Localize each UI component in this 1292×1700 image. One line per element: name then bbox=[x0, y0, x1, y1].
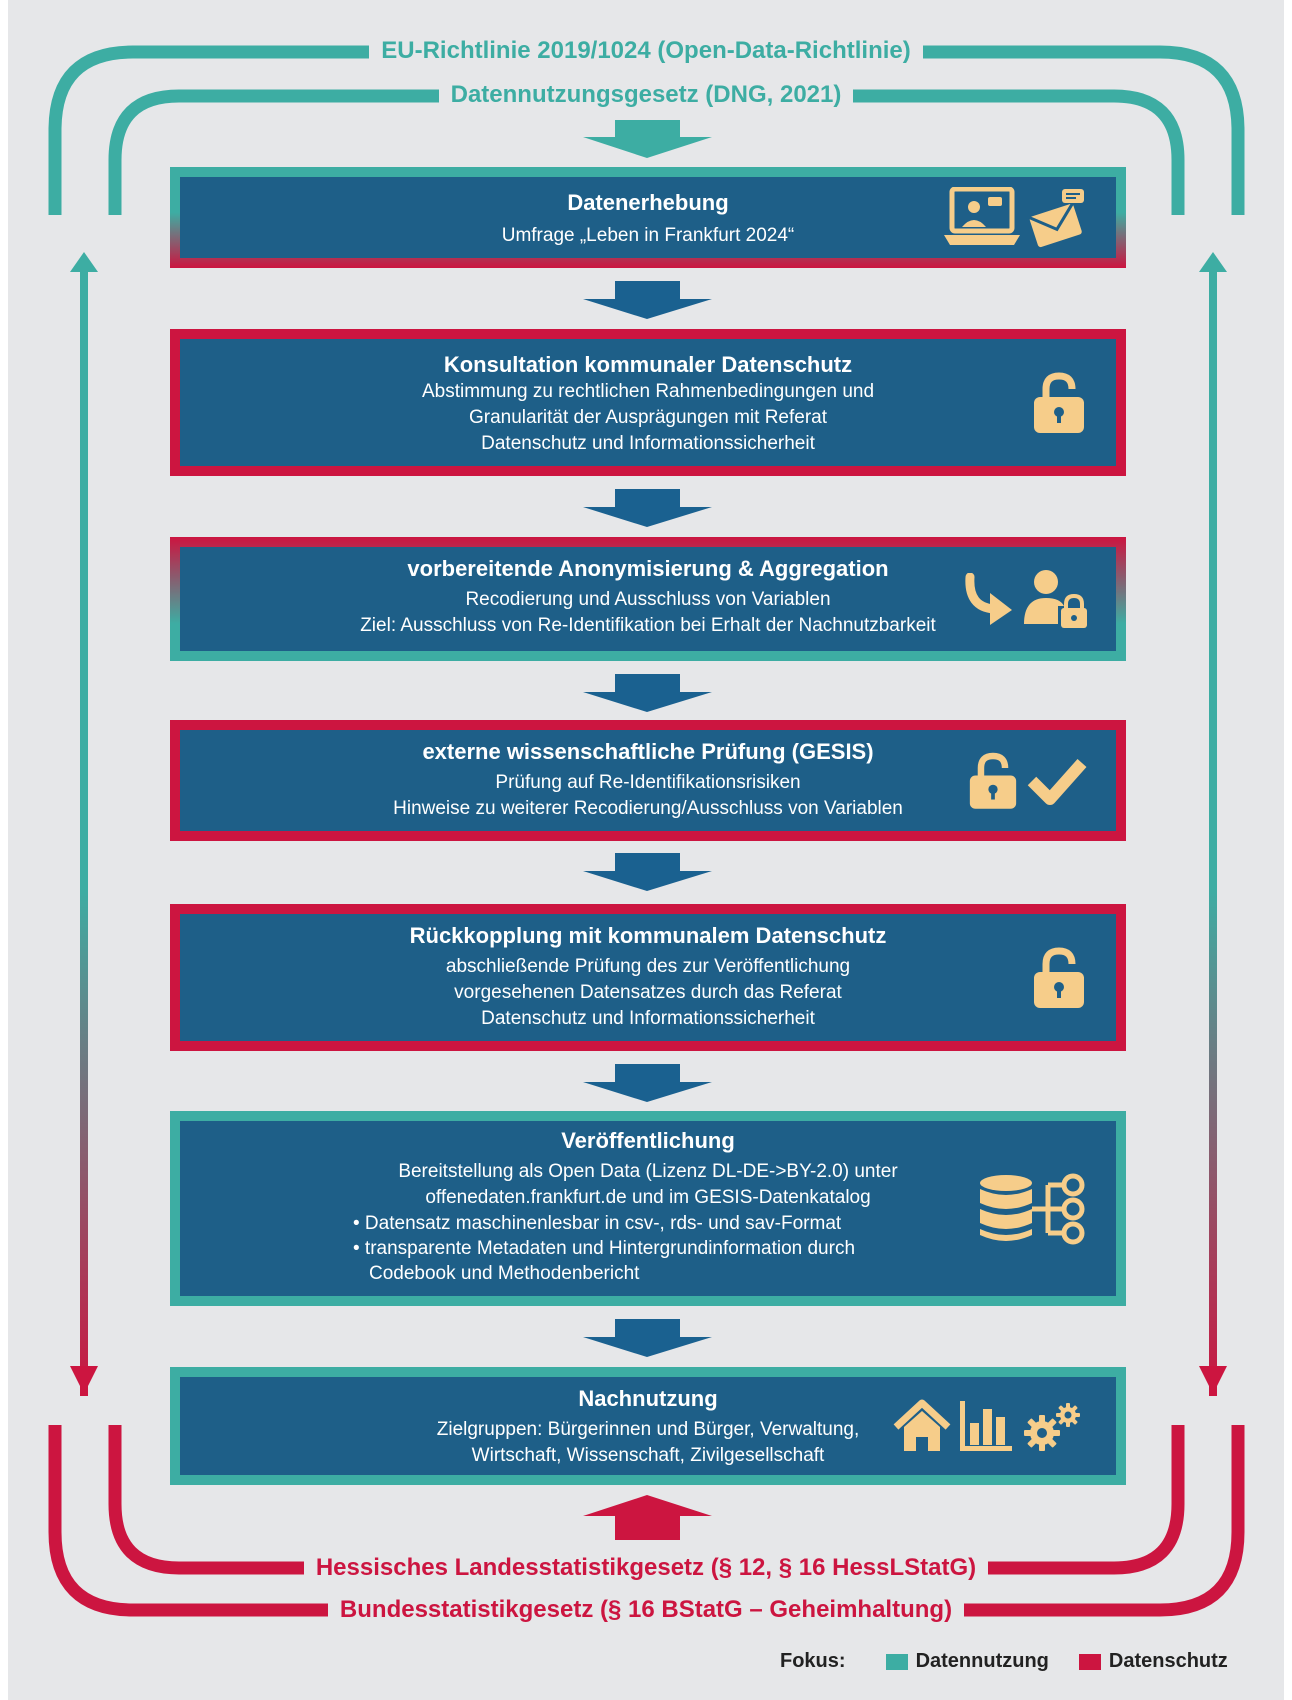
step-icons bbox=[964, 568, 1088, 630]
right-arrow-up-head bbox=[1199, 252, 1227, 272]
step-text: Bereitstellung als Open Data (Lizenz DL-… bbox=[398, 1161, 898, 1182]
hesslstatg-label: Hessisches Landesstatistikgesetz (§ 12, … bbox=[0, 1553, 1292, 1583]
left-arrow-down-head bbox=[70, 1366, 98, 1394]
left-arrow-up-head bbox=[70, 252, 98, 272]
step-title: Rückkopplung mit kommunalem Datenschutz bbox=[409, 923, 887, 948]
checkmark-icon bbox=[1027, 758, 1087, 805]
lock-icon bbox=[1034, 371, 1084, 433]
list-item: • transparente Metadaten und Hintergrund… bbox=[353, 1238, 856, 1284]
step-anonymisierung-body: vorbereitende Anonymisierung & Aggregati… bbox=[180, 547, 1116, 651]
step-text: Datenschutz und Informationssicherheit bbox=[481, 433, 815, 454]
flow-arrow-4 bbox=[583, 853, 712, 891]
step-konsultation-datenschutz: Konsultation kommunaler Datenschutz Abst… bbox=[170, 329, 1126, 476]
flow-arrow-3 bbox=[583, 674, 712, 712]
legend-title: Fokus: bbox=[780, 1650, 846, 1672]
list-item: • Datensatz maschinenlesbar in csv-, rds… bbox=[353, 1213, 842, 1234]
eu-directive-label: EU-Richtlinie 2019/1024 (Open-Data-Richt… bbox=[0, 36, 1292, 66]
lock-icon bbox=[1034, 946, 1084, 1008]
step-text: abschließende Prüfung des zur Veröffentl… bbox=[445, 956, 851, 977]
step-veroeffentlichung-body: Veröffentlichung Bereitstellung als Open… bbox=[180, 1121, 1116, 1296]
step-text: Ziel: Ausschluss von Re-Identifikation b… bbox=[360, 615, 936, 636]
step-title: Nachnutzung bbox=[578, 1386, 718, 1411]
step-text: offenedaten.frankfurt.de und im GESIS-Da… bbox=[425, 1187, 871, 1208]
step-nachnutzung-body: Nachnutzung Zielgruppen: Bürgerinnen und… bbox=[180, 1377, 1116, 1475]
step-rueckkopplung: Rückkopplung mit kommunalem Datenschutz … bbox=[170, 904, 1126, 1051]
step-text: Recodierung und Ausschluss von Variablen bbox=[465, 589, 831, 610]
user-lock-icon bbox=[1024, 570, 1087, 628]
step-datenerhebung-body: Datenerhebung Umfrage „Leben in Frankfur… bbox=[180, 177, 1116, 258]
step-rueckkopplung-body: Rückkopplung mit kommunalem Datenschutz … bbox=[180, 914, 1116, 1041]
flow-arrows bbox=[583, 281, 712, 1357]
flow-arrow-2 bbox=[583, 489, 712, 527]
step-externe-pruefung: externe wissenschaftliche Prüfung (GESIS… bbox=[170, 720, 1126, 841]
bstatg-label: Bundesstatistikgesetz (§ 16 BStatG – Geh… bbox=[0, 1595, 1292, 1625]
step-icons bbox=[1032, 371, 1086, 435]
gears-icon bbox=[1024, 1403, 1080, 1451]
step-text: Zielgruppen: Bürgerinnen und Bürger, Ver… bbox=[436, 1419, 860, 1440]
step-title: vorbereitende Anonymisierung & Aggregati… bbox=[407, 556, 889, 581]
dng-law-label: Datennutzungsgesetz (DNG, 2021) bbox=[0, 80, 1292, 110]
legend-swatch-datennutzung bbox=[885, 1653, 908, 1670]
lock-icon bbox=[969, 752, 1017, 809]
step-text: Abstimmung zu rechtlichen Rahmenbedingun… bbox=[421, 381, 875, 402]
step-title: Datenerhebung bbox=[567, 190, 729, 215]
bar-chart-icon bbox=[960, 1401, 1012, 1451]
flow-arrow-6 bbox=[583, 1319, 712, 1357]
step-nachnutzung: Nachnutzung Zielgruppen: Bürgerinnen und… bbox=[170, 1367, 1126, 1485]
step-datenerhebung: Datenerhebung Umfrage „Leben in Frankfur… bbox=[170, 167, 1126, 268]
step-text: Granularität der Ausprägungen mit Refera… bbox=[468, 407, 828, 428]
left-feedback-arrow bbox=[80, 268, 88, 1396]
flow-arrow-1 bbox=[583, 281, 712, 319]
step-title: Veröffentlichung bbox=[561, 1128, 735, 1153]
laptop-video-icon bbox=[944, 186, 1020, 245]
step-title: externe wissenschaftliche Prüfung (GESIS… bbox=[422, 739, 874, 764]
step-text: Hinweise zu weiterer Recodierung/Ausschl… bbox=[393, 798, 903, 819]
step-icons bbox=[978, 1173, 1088, 1245]
step-text: vorgesehenen Datensatzes durch das Refer… bbox=[454, 982, 842, 1003]
top-entry-arrow bbox=[583, 120, 712, 158]
step-icons bbox=[944, 186, 1086, 249]
step-icons bbox=[892, 1399, 1086, 1453]
legend-label-datennutzung: Datennutzung bbox=[915, 1650, 1049, 1672]
legend-swatch-datenschutz bbox=[1078, 1653, 1101, 1670]
step-externe-pruefung-body: externe wissenschaftliche Prüfung (GESIS… bbox=[180, 730, 1116, 831]
right-feedback-arrow bbox=[1209, 268, 1217, 1396]
envelope-message-icon bbox=[1028, 188, 1084, 247]
step-anonymisierung: vorbereitende Anonymisierung & Aggregati… bbox=[170, 537, 1126, 661]
flow-arrow-5 bbox=[583, 1064, 712, 1102]
legend-label-datenschutz: Datenschutz bbox=[1108, 1650, 1228, 1672]
database-network-icon bbox=[980, 1173, 1085, 1244]
legend: Fokus: Datennutzung Datenschutz bbox=[780, 1650, 1250, 1673]
step-konsultation-body: Konsultation kommunaler Datenschutz Abst… bbox=[180, 339, 1116, 466]
step-text: Wirtschaft, Wissenschaft, Zivilgesellsch… bbox=[471, 1445, 825, 1466]
bottom-return-arrow bbox=[583, 1495, 712, 1540]
arrow-share-icon bbox=[965, 573, 1012, 625]
publication-bullets: • Datensatz maschinenlesbar in csv-, rds… bbox=[353, 1211, 943, 1286]
house-icon bbox=[893, 1399, 951, 1451]
right-arrow-down-head bbox=[1199, 1366, 1227, 1394]
step-text: Datenschutz und Informationssicherheit bbox=[481, 1008, 815, 1029]
step-text: Umfrage „Leben in Frankfurt 2024“ bbox=[501, 225, 795, 246]
step-title: Konsultation kommunaler Datenschutz bbox=[443, 352, 853, 377]
step-icons bbox=[1032, 946, 1086, 1010]
step-text: Prüfung auf Re-Identifikationsrisiken bbox=[495, 772, 801, 793]
step-icons bbox=[968, 750, 1088, 812]
step-veroeffentlichung: Veröffentlichung Bereitstellung als Open… bbox=[170, 1111, 1126, 1306]
